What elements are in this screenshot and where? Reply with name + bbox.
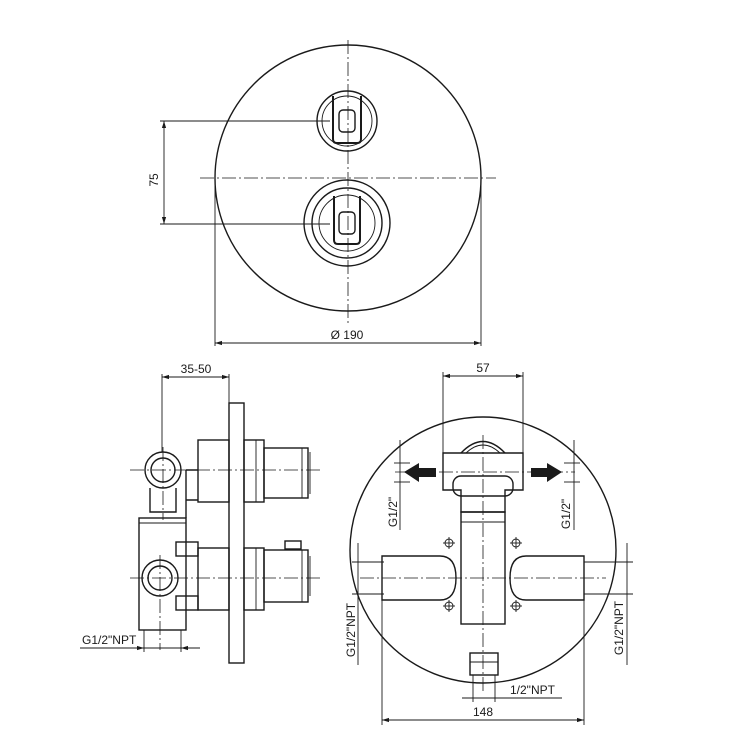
dim-body-width-label: 148	[473, 705, 493, 719]
rear-view: 57 G1/2" G1/2" G1/2"NPT G1/2"N	[344, 361, 633, 725]
dim-outlet-thread-right: G1/2"	[559, 440, 580, 530]
dim-bottom-thread-label: 1/2"NPT	[510, 683, 556, 697]
dim-inlet-thread-left: G1/2"NPT	[344, 543, 384, 665]
dim-wall-depth: 35-50	[161, 362, 230, 452]
bottom-outlet	[469, 652, 499, 676]
dim-outlet-spacing: 57	[442, 361, 524, 453]
dim-diameter-label: Ø 190	[331, 328, 364, 342]
dim-body-width: 148	[381, 600, 585, 725]
dim-spacing: 75	[147, 120, 330, 225]
dim-side-thread: G1/2"NPT	[80, 630, 200, 652]
dim-outlet-thread-left-label: G1/2"	[386, 497, 400, 527]
mounting-screws	[443, 537, 522, 612]
dim-bottom-thread: 1/2"NPT	[462, 683, 562, 702]
dim-outlet-thread-left: G1/2"	[386, 440, 410, 530]
dim-spacing-label: 75	[147, 173, 161, 187]
side-view: 35-50 G1/2"NPT	[80, 362, 320, 664]
right-outlet-arrow	[531, 463, 562, 482]
front-view: 75 Ø 190	[147, 40, 496, 346]
dim-inlet-thread-left-label: G1/2"NPT	[344, 602, 358, 657]
dim-outlet-spacing-label: 57	[476, 361, 490, 375]
dim-outlet-thread-right-label: G1/2"	[559, 499, 573, 529]
dim-side-thread-label: G1/2"NPT	[82, 633, 137, 647]
lower-handle	[303, 179, 391, 267]
dim-diameter: Ø 190	[214, 180, 482, 346]
dim-inlet-thread-right-label: G1/2"NPT	[612, 600, 626, 655]
dim-inlet-thread-right: G1/2"NPT	[584, 543, 633, 665]
left-outlet-arrow	[404, 463, 436, 482]
dim-wall-depth-label: 35-50	[181, 362, 212, 376]
side-cover-plate	[228, 402, 245, 664]
